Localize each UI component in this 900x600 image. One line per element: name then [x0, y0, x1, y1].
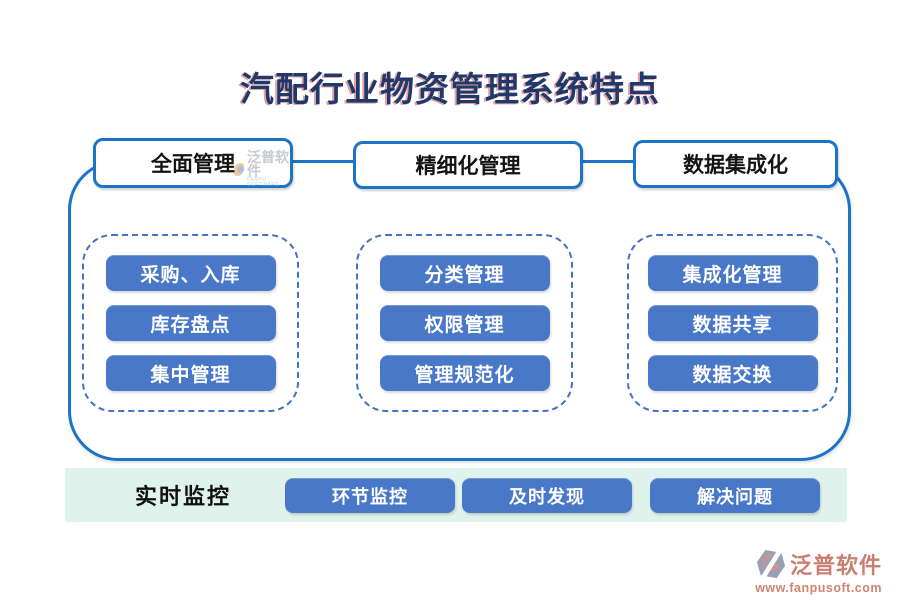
brand-logo: 泛普软件 www.fanpusoft.com [755, 548, 882, 595]
feature-pill: 分类管理 [379, 255, 550, 291]
tab-label: 全面管理 [151, 153, 235, 176]
monitor-pill: 及时发现 [462, 478, 632, 513]
feature-pill: 采购、入库 [105, 255, 276, 291]
realtime-monitor-label: 实时监控 [135, 484, 232, 509]
tab-label: 数据集成化 [683, 154, 788, 177]
group-refined-management: 分类管理 权限管理 管理规范化 [356, 234, 573, 412]
monitor-pill: 解决问题 [650, 478, 820, 513]
brand-logo-icon [756, 549, 786, 579]
tab-data-integration: 数据集成化 [633, 140, 838, 188]
tab-label: 精细化管理 [415, 155, 521, 178]
tab-overall-management: 全面管理 泛普软件 FANPU SOFTWARE [93, 138, 293, 188]
feature-pill: 库存盘点 [105, 305, 276, 341]
realtime-monitor-bar: 实时监控 环节监控 及时发现 解决问题 [65, 468, 847, 522]
watermark-text: 泛普软件 [246, 149, 289, 179]
feature-pill: 数据交换 [647, 355, 818, 391]
group-data-integration: 集成化管理 数据共享 数据交换 [627, 234, 838, 412]
feature-pill: 管理规范化 [379, 355, 550, 391]
monitor-pill: 环节监控 [285, 478, 455, 513]
brand-url: www.fanpusoft.com [755, 581, 882, 595]
feature-pill: 权限管理 [379, 305, 550, 341]
feature-pill: 集中管理 [105, 355, 276, 391]
feature-pill: 集成化管理 [647, 255, 818, 291]
brand-name: 泛普软件 [789, 553, 882, 578]
group-overall-management: 采购、入库 库存盘点 集中管理 [82, 234, 299, 412]
tab-refined-management: 精细化管理 [353, 141, 583, 189]
page-title: 汽配行业物资管理系统特点 [240, 71, 660, 109]
watermark: 泛普软件 FANPU SOFTWARE [234, 150, 290, 188]
watermark-subtext: FANPU SOFTWARE [246, 177, 280, 188]
feature-pill: 数据共享 [647, 305, 818, 341]
watermark-logo-icon [234, 162, 244, 176]
